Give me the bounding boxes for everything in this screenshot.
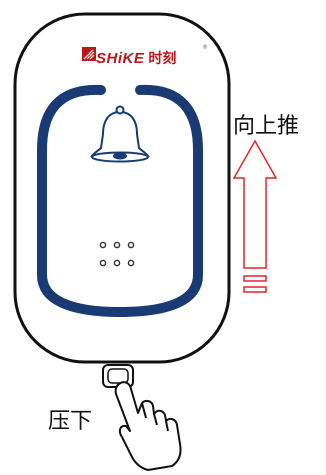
press-down-label: 压下: [48, 409, 93, 434]
push-up-label: 向上推: [233, 114, 300, 139]
push-up-arrow: [232, 139, 278, 293]
speaker-holes-icon: [99, 241, 135, 267]
brand-name-cn: 时刻: [148, 51, 177, 67]
bell-icon: [90, 105, 150, 163]
registered-mark: ®: [202, 44, 208, 51]
brand-logo: SHiKE 时刻: [96, 48, 176, 68]
blue-ring-right: [115, 84, 203, 317]
brand-name: SHiKE: [96, 49, 145, 67]
blue-ring-left: [37, 84, 125, 317]
shike-logo-icon: [82, 47, 96, 61]
hand-pressing-icon: [114, 381, 182, 471]
